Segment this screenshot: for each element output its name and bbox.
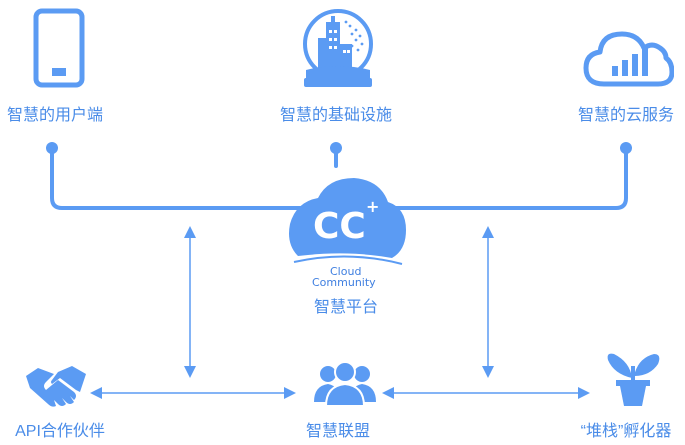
cloud-chart-icon xyxy=(583,31,674,87)
cloud-logo-icon: CC + Cloud Community xyxy=(289,178,406,289)
logo-line-cloud: Cloud xyxy=(330,265,361,278)
connector-dot-cloud-service xyxy=(620,142,632,154)
connector-dot-user-client xyxy=(46,142,58,154)
connector-dot-infrastructure xyxy=(330,142,342,154)
connector-cloud-service xyxy=(380,148,628,210)
mobile-phone-icon xyxy=(33,8,85,88)
label-user-client: 智慧的用户端 xyxy=(6,107,104,124)
label-incubator: “堆栈”孵化器 xyxy=(580,423,672,440)
logo-text: CC xyxy=(313,206,366,247)
logo-line-community: Community xyxy=(312,276,376,289)
city-globe-icon xyxy=(303,9,373,87)
label-infrastructure: 智慧的基础设施 xyxy=(279,107,393,124)
label-platform: 智慧平台 xyxy=(313,299,379,316)
label-cloud-service: 智慧的云服务 xyxy=(577,107,675,124)
logo-plus: + xyxy=(366,197,379,216)
label-api-partners: API合作伙伴 xyxy=(15,423,105,440)
handshake-icon xyxy=(26,366,86,407)
potted-plant-icon xyxy=(607,353,660,406)
connector-user-client xyxy=(50,148,302,210)
people-group-icon xyxy=(314,361,376,406)
label-alliance: 智慧联盟 xyxy=(305,423,371,440)
